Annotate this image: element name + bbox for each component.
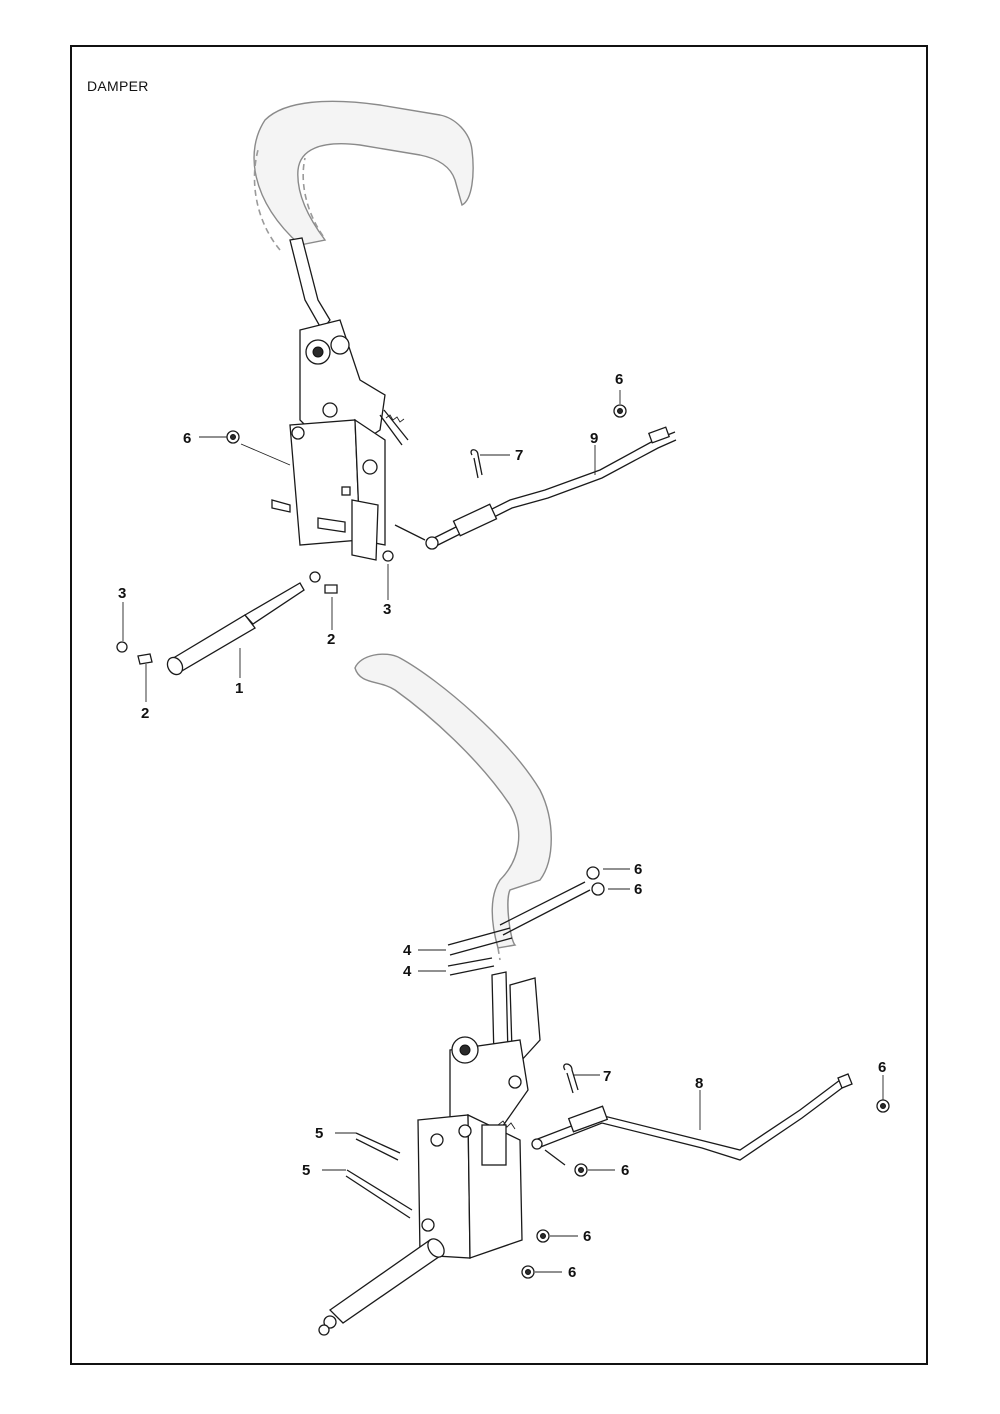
lower-control-bracket xyxy=(417,971,541,1259)
upper-handle-ghost xyxy=(253,100,474,251)
callout-7: 7 xyxy=(515,447,523,464)
damper-1 xyxy=(116,571,338,676)
callout-4: 4 xyxy=(403,942,412,959)
callout-6: 6 xyxy=(183,430,191,447)
callout-2: 2 xyxy=(327,631,335,648)
lower-upper-rods xyxy=(447,866,605,976)
lower-handle-ghost xyxy=(354,653,552,961)
callout-6: 6 xyxy=(878,1059,886,1076)
callout-5: 5 xyxy=(302,1162,310,1179)
callout-7: 7 xyxy=(603,1068,611,1085)
callout-2: 2 xyxy=(141,705,149,722)
link-rod-8 xyxy=(531,1073,853,1166)
callout-6: 6 xyxy=(568,1264,576,1281)
callout-6: 6 xyxy=(634,881,642,898)
upper-small-parts xyxy=(226,404,627,562)
callout-3: 3 xyxy=(118,585,126,602)
leader-lines xyxy=(122,390,884,1273)
callout-6: 6 xyxy=(634,861,642,878)
callout-4: 4 xyxy=(403,963,412,980)
callout-6: 6 xyxy=(621,1162,629,1179)
drawing-frame xyxy=(70,45,928,1365)
callout-1: 1 xyxy=(235,680,243,697)
lower-damper xyxy=(318,1238,445,1336)
callout-9: 9 xyxy=(590,430,598,447)
callout-5: 5 xyxy=(315,1125,323,1142)
callout-8: 8 xyxy=(695,1075,703,1092)
callout-3: 3 xyxy=(383,601,391,618)
callout-6: 6 xyxy=(615,371,623,388)
callout-labels: 6 6 7 9 3 3 2 2 1 6 6 4 4 7 8 6 5 5 6 6 … xyxy=(118,371,886,1281)
link-rod-9 xyxy=(394,426,677,550)
lower-small-parts xyxy=(345,1063,890,1279)
upper-control-bracket xyxy=(271,237,409,561)
diagram-title: DAMPER xyxy=(87,78,149,94)
callout-6: 6 xyxy=(583,1228,591,1245)
